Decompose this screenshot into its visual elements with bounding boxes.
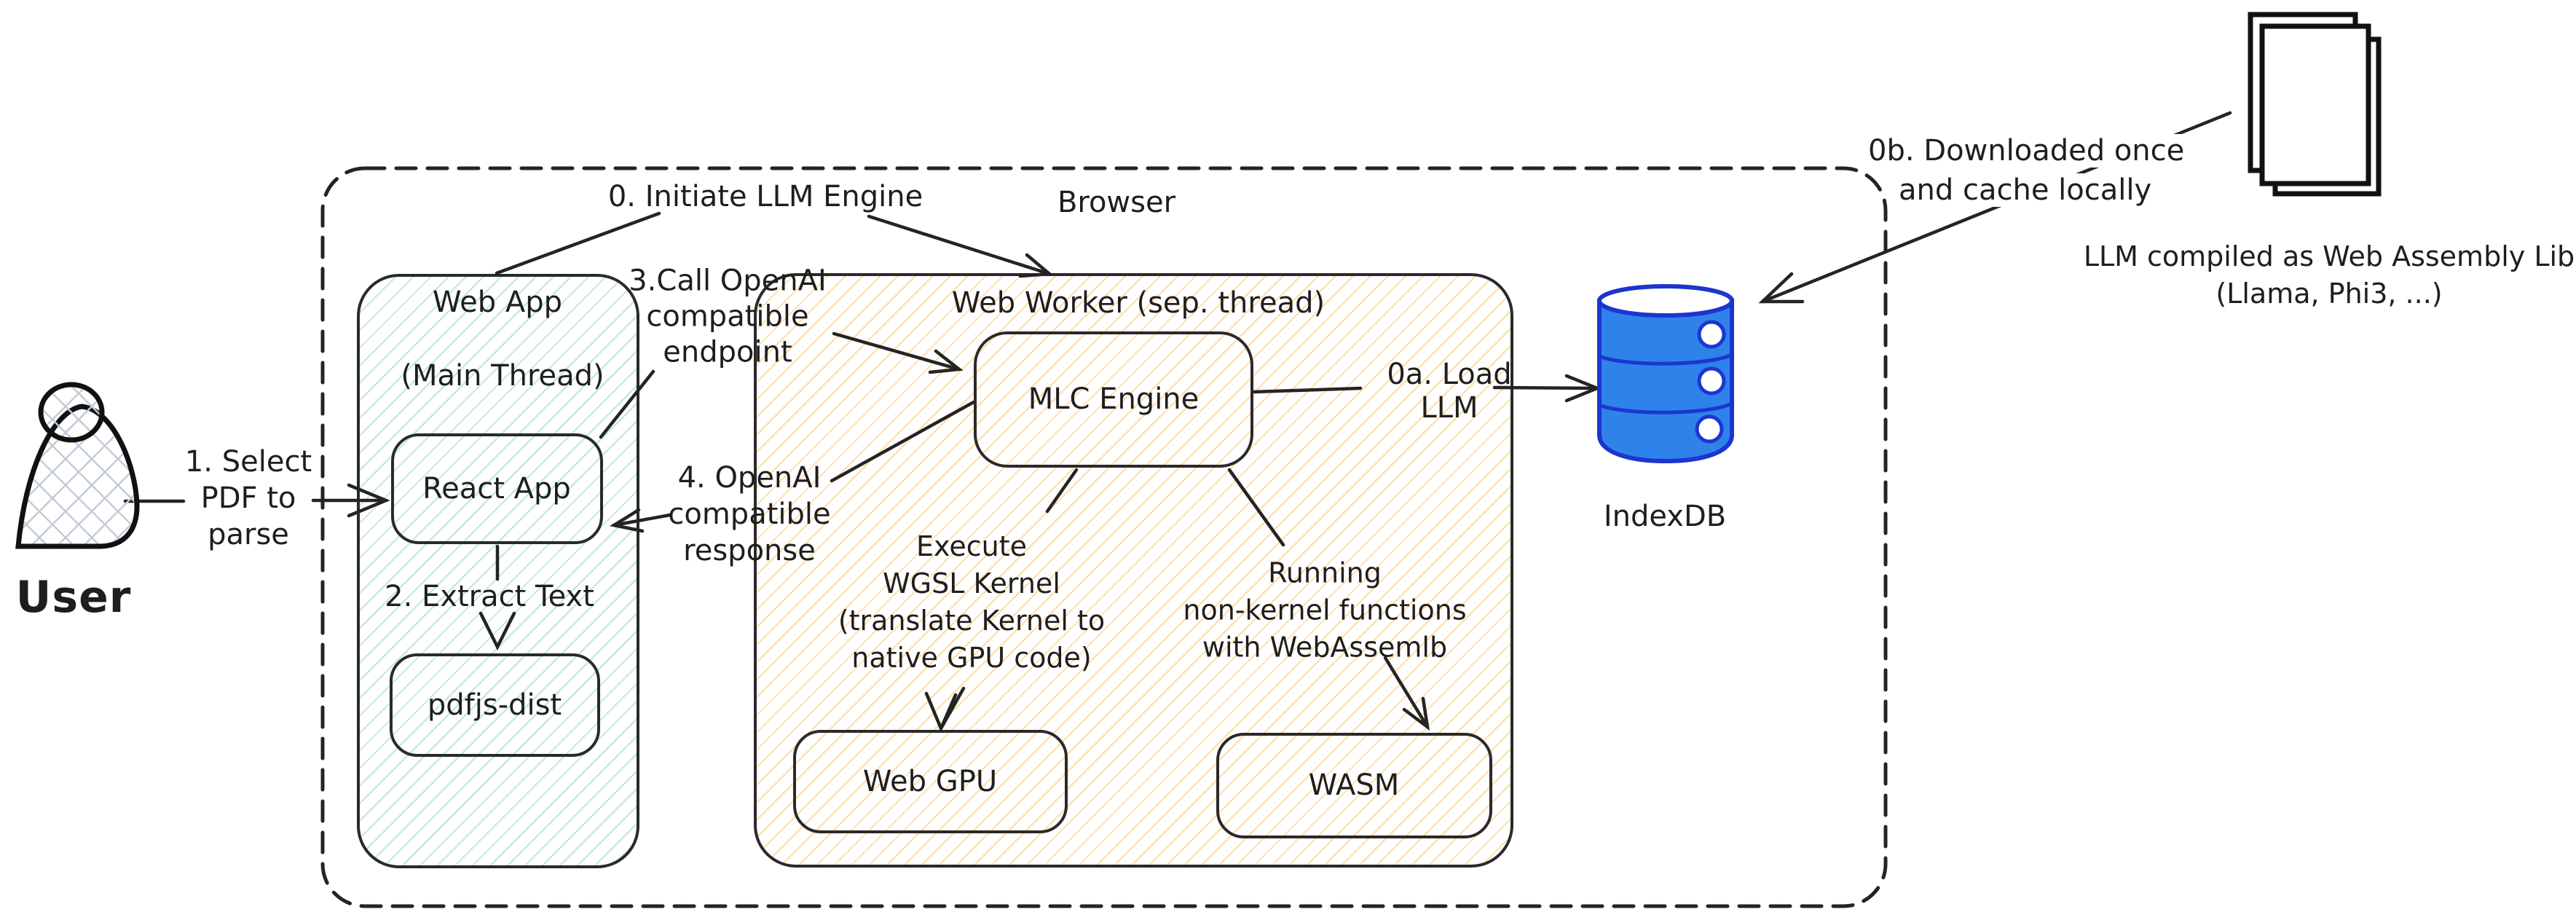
database-icon — [1597, 284, 1734, 464]
react-app-node — [391, 433, 603, 544]
documents-icon — [2248, 12, 2382, 197]
web-app-title: Web App — [432, 286, 563, 319]
web-app-subtitle: (Main Thread) — [401, 359, 604, 393]
running-wasm-label: Running non-kernel functions with WebAss… — [1183, 557, 1467, 664]
web-worker-container — [754, 273, 1513, 868]
web-gpu-label: Web GPU — [862, 765, 998, 798]
web-worker-title: Web Worker (sep. thread) — [951, 286, 1326, 320]
arrow-openai-response — [609, 400, 976, 533]
react-app-label: React App — [422, 472, 571, 506]
execute-kernel-label: Execute WGSL Kernel (translate Kernel to… — [838, 530, 1106, 674]
step3-label: 3.Call OpenAI compatible endpoint — [629, 264, 827, 369]
step4-label: 4. OpenAI compatible response — [668, 461, 831, 567]
mlc-engine-node — [974, 331, 1253, 468]
arrow-execute-kernel — [924, 468, 1079, 733]
browser-boundary — [320, 166, 1888, 908]
arrow-extract-text — [478, 544, 516, 651]
wasm-label: WASM — [1308, 768, 1400, 802]
pdfjs-node — [390, 653, 600, 757]
arrow-run-wasm — [1227, 468, 1430, 731]
wasm-node — [1216, 733, 1492, 838]
user-label: User — [15, 572, 132, 623]
step0b-label-line1: 0b. Downloaded once — [1862, 134, 2191, 168]
mlc-engine-label: MLC Engine — [1028, 382, 1200, 416]
step0a-label: 0a. Load LLM — [1387, 358, 1512, 425]
user-icon — [15, 382, 140, 549]
browser-label: Browser — [1057, 186, 1176, 219]
step0b-label-line2: and cache locally — [1893, 173, 2158, 207]
step2-label: 2. Extract Text — [385, 580, 594, 613]
pdfjs-label: pdfjs-dist — [427, 688, 562, 722]
arrow-call-endpoint — [599, 331, 964, 439]
step0-label: 0. Initiate LLM Engine — [607, 180, 923, 213]
arrow-initiate-llm-engine — [495, 211, 1054, 278]
step1-label: 1. Select PDF to parse — [184, 445, 312, 551]
indexdb-label: IndexDB — [1603, 500, 1727, 533]
web-gpu-node — [793, 730, 1068, 833]
llm-lib-caption: LLM compiled as Web Assembly Lib (Llama,… — [2083, 240, 2575, 310]
